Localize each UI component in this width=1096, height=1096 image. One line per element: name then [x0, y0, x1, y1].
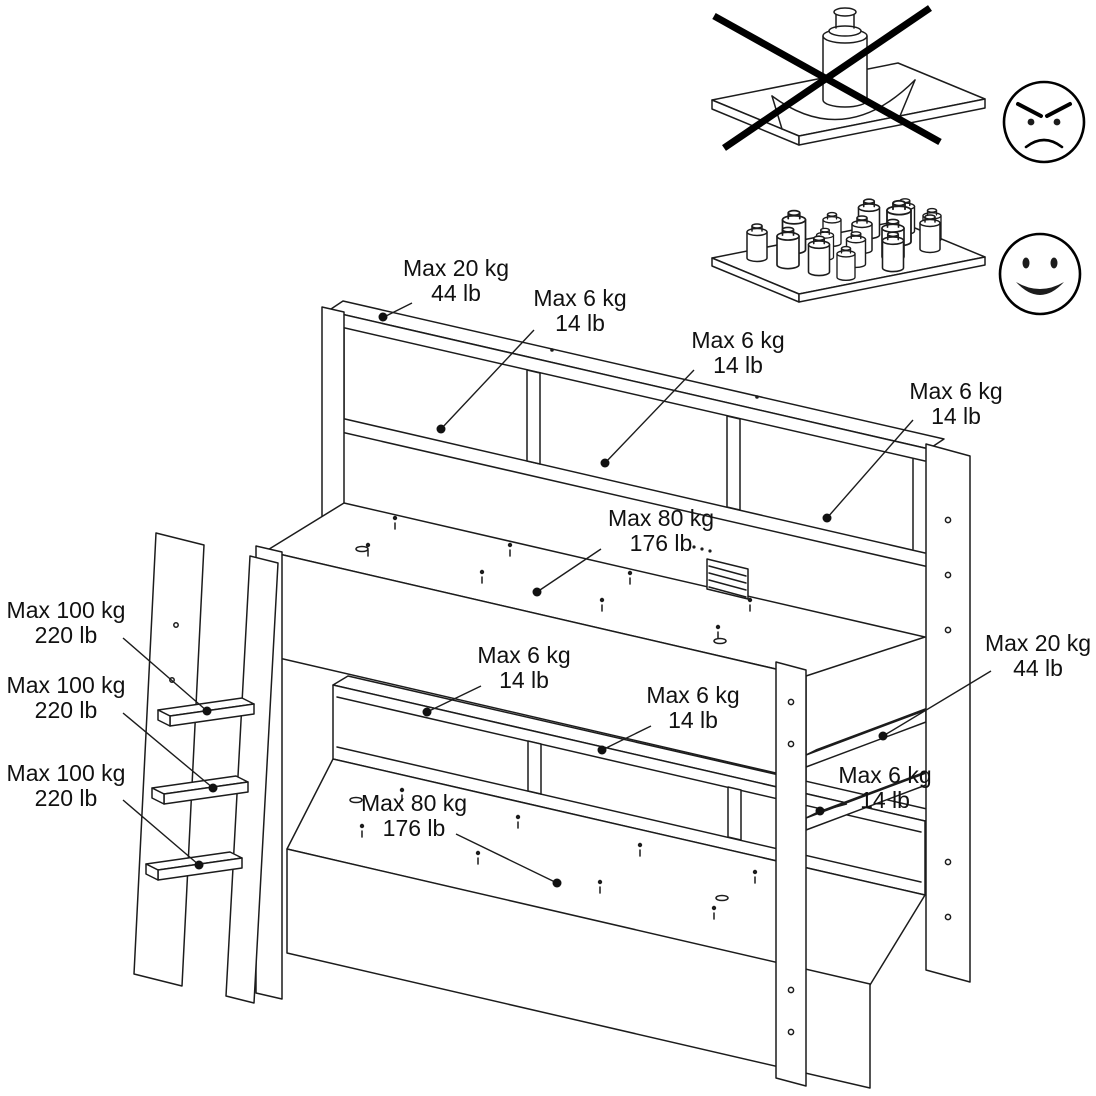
label-text: 220 lb — [35, 622, 98, 648]
label-right-shelf-top: Max 20 kg 44 lb — [878, 630, 1091, 741]
ellipsis-marks — [692, 545, 712, 553]
anchor-dot — [878, 731, 888, 741]
leader-line — [601, 725, 652, 751]
leader-line — [122, 637, 208, 712]
label-text: 14 lb — [713, 352, 763, 378]
bunk-bed-drawing — [133, 300, 971, 1089]
anchor-dot — [532, 587, 542, 597]
anchor-dot — [436, 424, 446, 434]
anchor-dot — [378, 312, 388, 322]
label-right-shelf-low: Max 6 kg 14 lb — [815, 762, 932, 816]
label-text: Max 6 kg — [909, 378, 1002, 404]
anchor-dot — [194, 860, 204, 870]
label-top-cubby-3: Max 6 kg 14 lb — [822, 378, 1003, 523]
leader-line — [604, 369, 695, 464]
weight-limit-labels: Max 20 kg 44 lb Max 6 kg 14 lb Max 6 kg … — [7, 255, 1091, 888]
anchor-dot — [552, 878, 562, 888]
label-text: Max 100 kg — [7, 760, 126, 786]
label-top-shelf: Max 20 kg 44 lb — [378, 255, 509, 322]
label-upper-bed: Max 80 kg 176 lb — [532, 505, 714, 597]
ladder-back-board — [133, 532, 205, 987]
label-text: Max 6 kg — [477, 642, 570, 668]
label-text: Max 6 kg — [691, 327, 784, 353]
label-mid-cubby-2: Max 6 kg 14 lb — [597, 682, 740, 755]
screw-marks-lower — [359, 787, 758, 920]
label-text: Max 100 kg — [7, 597, 126, 623]
label-text: 44 lb — [431, 280, 481, 306]
label-text: Max 80 kg — [608, 505, 714, 531]
label-mid-cubby-1: Max 6 kg 14 lb — [422, 642, 571, 717]
leader-line — [440, 329, 535, 430]
right-load-example — [711, 198, 1082, 316]
prohibition-x-icon — [712, 5, 942, 151]
label-text: 14 lb — [499, 667, 549, 693]
label-text: Max 6 kg — [838, 762, 931, 788]
label-text: 14 lb — [555, 310, 605, 336]
ladder-step-2 — [151, 775, 249, 805]
label-text: 220 lb — [35, 697, 98, 723]
label-top-cubby-1: Max 6 kg 14 lb — [436, 285, 627, 434]
label-text: 14 lb — [860, 787, 910, 813]
vent-grille-icon — [706, 558, 749, 600]
anchor-dot — [202, 706, 212, 716]
right-rear-panel — [925, 443, 971, 983]
leader-line — [882, 670, 992, 737]
label-top-cubby-2: Max 6 kg 14 lb — [600, 327, 785, 468]
ladder — [133, 532, 279, 1004]
label-ladder-step-1: Max 100 kg 220 lb — [7, 597, 212, 716]
leader-line — [426, 685, 482, 713]
label-text: 14 lb — [668, 707, 718, 733]
anchor-dot — [208, 783, 218, 793]
label-text: 220 lb — [35, 785, 98, 811]
single-heavy-weight-icon — [822, 7, 868, 108]
label-text: 176 lb — [383, 815, 446, 841]
leader-line — [820, 803, 848, 812]
anchor-dot — [597, 745, 607, 755]
label-ladder-step-2: Max 100 kg 220 lb — [7, 672, 218, 793]
label-lower-bed: Max 80 kg 176 lb — [361, 790, 562, 888]
angry-face-icon — [1002, 80, 1086, 164]
lower-bed-platform — [286, 758, 926, 1089]
wrong-load-example — [711, 5, 1086, 164]
label-text: 44 lb — [1013, 655, 1063, 681]
happy-face-icon — [998, 232, 1082, 316]
label-text: Max 20 kg — [403, 255, 509, 281]
right-side-shelf-top — [805, 704, 937, 768]
leader-line — [536, 548, 602, 593]
leader-line — [455, 833, 558, 884]
ladder-front-board — [225, 555, 279, 1004]
label-text: Max 80 kg — [361, 790, 467, 816]
anchor-dot — [815, 806, 825, 816]
leader-line — [383, 302, 413, 318]
anchor-dot — [422, 707, 432, 717]
label-text: Max 100 kg — [7, 672, 126, 698]
anchor-dot — [822, 513, 832, 523]
anchor-dot — [600, 458, 610, 468]
label-ladder-step-3: Max 100 kg 220 lb — [7, 760, 204, 870]
leader-line — [122, 712, 214, 789]
front-right-leg — [775, 661, 807, 1087]
leader-line — [826, 419, 914, 519]
label-text: Max 20 kg — [985, 630, 1091, 656]
leader-line — [122, 799, 200, 866]
label-text: Max 6 kg — [533, 285, 626, 311]
label-text: 176 lb — [630, 530, 693, 556]
label-text: Max 6 kg — [646, 682, 739, 708]
screw-marks-upper — [365, 515, 753, 639]
label-text: 14 lb — [931, 403, 981, 429]
